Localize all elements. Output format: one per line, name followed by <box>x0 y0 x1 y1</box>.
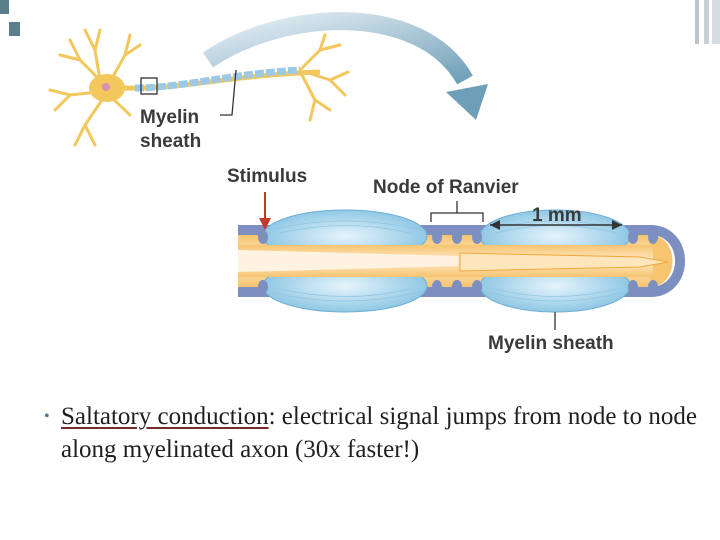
corner-accent-right-3 <box>712 0 720 44</box>
label-scale: 1 mm <box>532 205 582 226</box>
label-node-of-ranvier: Node of Ranvier <box>373 177 519 198</box>
corner-accent-left-bar <box>9 22 20 36</box>
corner-accent-left <box>0 0 9 14</box>
axon-cross-section <box>238 209 685 313</box>
zoom-arrow-head <box>446 84 488 120</box>
zoom-arrow <box>202 12 473 85</box>
signal-arrow <box>459 252 669 272</box>
label-stimulus: Stimulus <box>227 166 307 187</box>
node-bracket <box>430 201 484 222</box>
corner-accent-right <box>695 0 699 44</box>
bullet-text: Saltatory conduction: electrical signal … <box>61 400 704 466</box>
neuron-illustration <box>48 28 350 147</box>
term-saltatory-conduction: Saltatory conduction <box>61 403 269 430</box>
label-myelin-line1: Myelin <box>140 107 199 128</box>
bullet-point: • Saltatory conduction: electrical signa… <box>44 400 704 466</box>
bullet-dot: • <box>44 408 50 425</box>
corner-accent-right-2 <box>704 0 709 44</box>
bullet-description: : electrical signal jumps from node to n… <box>61 403 697 463</box>
label-myelin-sheath: Myelin sheath <box>488 333 614 354</box>
saltatory-conduction-diagram: Myelin sheath Stimulus Node of Ranvier 1… <box>48 12 685 354</box>
label-myelin-line2: sheath <box>140 131 201 152</box>
